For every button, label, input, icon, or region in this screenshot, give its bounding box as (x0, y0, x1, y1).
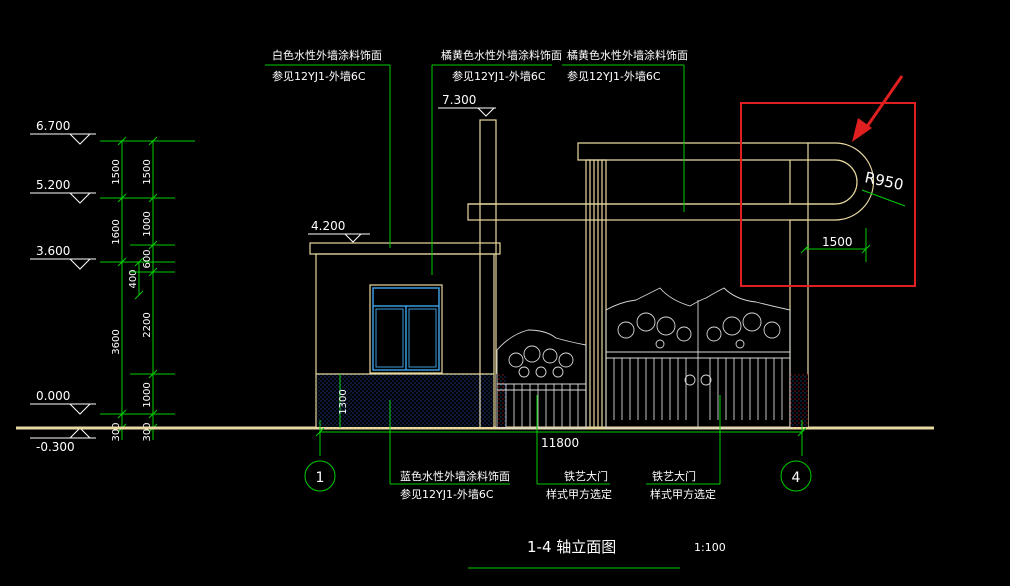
note-white-paint: 白色水性外墙涂料饰面 参见12YJ1-外墙6C (265, 48, 391, 248)
elevation-label: 3.600 (36, 244, 70, 258)
drawing-scale: 1:100 (694, 541, 726, 554)
gate-scrollwork (617, 312, 781, 386)
axis-label: 1 (316, 470, 325, 486)
note-orange-paint-a: 橘黄色水性外墙涂料饰面 参见12YJ1-外墙6C (431, 48, 562, 275)
note-gate-large: 铁艺大门 样式甲方选定 (646, 395, 721, 501)
axis-bubble-1: 1 (304, 460, 336, 492)
note-text: 参见12YJ1-外墙6C (400, 487, 494, 501)
elevation-tag-label: 4.200 (311, 219, 345, 233)
dimension-text: 400 (128, 269, 139, 288)
dimension-text: 1500 (822, 235, 853, 249)
axis-label: 4 (792, 470, 801, 486)
iron-gate-large (605, 287, 791, 429)
elevation-marker: 6.700 (30, 119, 96, 145)
elevation-label: 6.700 (36, 119, 70, 133)
gate-bars (505, 384, 579, 428)
guardhouse: 4.200 1300 (308, 219, 501, 429)
dimension-text: 300 (142, 422, 153, 441)
dimension-text: 11800 (541, 436, 579, 450)
gate-bars (613, 358, 783, 420)
highlight-arrow (852, 75, 904, 142)
dimension-text: 3600 (111, 329, 122, 354)
guardhouse-roof (309, 242, 501, 255)
note-gate-small: 铁艺大门 样式甲方选定 (536, 395, 612, 501)
dimension-text: 1000 (142, 211, 153, 236)
note-text: 铁艺大门 (564, 469, 608, 483)
dimension-text: 1000 (142, 382, 153, 407)
note-text: 铁艺大门 (652, 469, 696, 483)
note-text: 白色水性外墙涂料饰面 (272, 48, 382, 62)
dimension-overall: 11800 (315, 420, 807, 456)
canopy (467, 142, 875, 221)
note-text: 参见12YJ1-外墙6C (452, 69, 546, 83)
plinth-tiles (317, 374, 493, 427)
elevation-tag-roof: 4.200 (308, 219, 370, 243)
dimension-text: R950 (863, 168, 905, 194)
dimension-text: 600 (142, 249, 153, 268)
elevation-marker: 3.600 (30, 244, 96, 270)
elevation-tag-pillar: 7.300 (438, 93, 496, 117)
tall-pillar: 7.300 (438, 93, 497, 429)
center-column (585, 159, 607, 429)
dimension-text: 1300 (338, 389, 349, 414)
elevation-marker: 0.000 (30, 389, 96, 415)
note-text: 参见12YJ1-外墙6C (567, 69, 661, 83)
axis-bubble-4: 4 (780, 460, 812, 492)
note-text: 样式甲方选定 (546, 487, 612, 501)
highlight-box (740, 102, 916, 287)
guardhouse-wall (315, 253, 495, 429)
note-orange-paint-b: 橘黄色水性外墙涂料饰面 参见12YJ1-外墙6C (562, 48, 688, 212)
dimension-chain-inner: 1500 1000 600 2200 1000 300 (130, 136, 175, 442)
elevation-marker: -0.300 (30, 427, 96, 454)
elevation-markers: 6.700 5.200 3.600 0.000 -0.300 (30, 119, 96, 454)
window (369, 284, 443, 374)
note-text: 橘黄色水性外墙涂料饰面 (567, 48, 688, 62)
dimension-tick (148, 136, 158, 433)
elevation-label: 5.200 (36, 178, 70, 192)
dimension-text: 1600 (111, 219, 122, 244)
dimension-text: 2200 (142, 312, 153, 337)
elevation-label: -0.300 (36, 440, 75, 454)
note-text: 橘黄色水性外墙涂料饰面 (441, 48, 562, 62)
dimension-text: 300 (111, 422, 122, 441)
dimension-text: 1500 (111, 159, 122, 184)
note-text: 蓝色水性外墙涂料饰面 (400, 469, 510, 483)
dimension-chain-middle: 400 (128, 257, 144, 300)
note-text: 参见12YJ1-外墙6C (272, 69, 366, 83)
drawing-title-block: 1-4 轴立面图 1:100 (468, 538, 726, 569)
iron-gate-small (496, 329, 587, 429)
note-blue-paint: 蓝色水性外墙涂料饰面 参见12YJ1-外墙6C (389, 400, 510, 501)
elevation-marker: 5.200 (30, 178, 96, 204)
elevation-label: 0.000 (36, 389, 70, 403)
gate-scrollwork (508, 345, 574, 378)
curved-canopy-end (808, 142, 875, 221)
drawing-title: 1-4 轴立面图 (527, 538, 616, 556)
note-text: 样式甲方选定 (650, 487, 716, 501)
offset-dimension: 1500 (800, 228, 871, 262)
dimension-text: 1500 (142, 159, 153, 184)
elevation-tag-label: 7.300 (442, 93, 476, 107)
